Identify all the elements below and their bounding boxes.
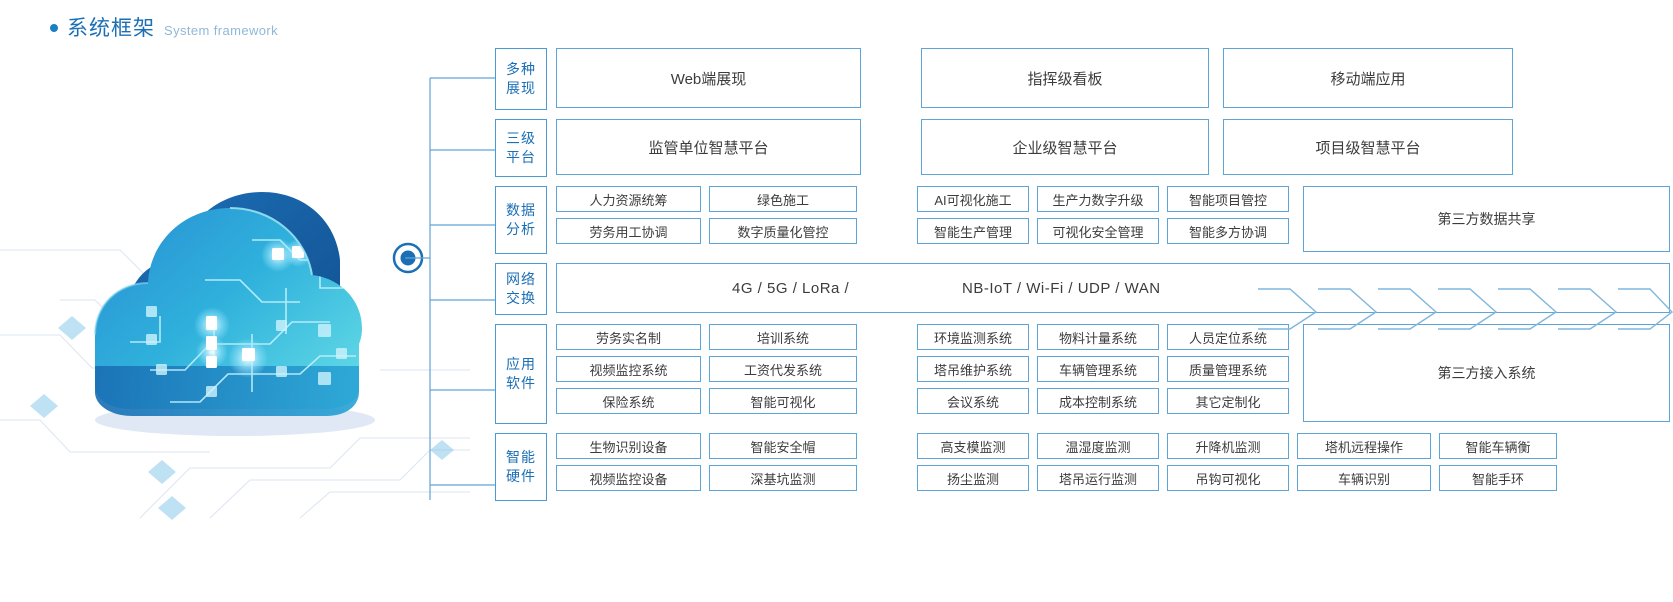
category-label-three-tier-platform: 三级 平台	[495, 119, 547, 177]
item-ai-visual-construction[interactable]: AI可视化施工	[917, 186, 1029, 212]
item-environment-monitoring[interactable]: 环境监测系统	[917, 324, 1029, 350]
category-label-network-exchange: 网络 交换	[495, 263, 547, 315]
item-productivity-upgrade[interactable]: 生产力数字升级	[1037, 186, 1159, 212]
item-smart-multiparty-coord[interactable]: 智能多方协调	[1167, 218, 1289, 244]
page-header: 系统框架 System framework	[50, 12, 278, 42]
row-data-analysis: 数据 分析 人力资源统筹 绿色施工 劳务用工协调 数字质量化管控 AI可视化施工…	[495, 186, 1670, 254]
item-command-dashboard[interactable]: 指挥级看板	[921, 48, 1209, 108]
item-cost-control-system[interactable]: 成本控制系统	[1037, 388, 1159, 414]
item-hook-visualization[interactable]: 吊钩可视化	[1167, 465, 1289, 491]
item-smart-weighbridge[interactable]: 智能车辆衡	[1439, 433, 1557, 459]
item-project-platform[interactable]: 项目级智慧平台	[1223, 119, 1513, 175]
item-visual-safety-mgmt[interactable]: 可视化安全管理	[1037, 218, 1159, 244]
item-crane-maintenance[interactable]: 塔吊维护系统	[917, 356, 1029, 382]
item-temp-humidity-monitoring[interactable]: 温湿度监测	[1037, 433, 1159, 459]
item-vehicle-recognition[interactable]: 车辆识别	[1297, 465, 1431, 491]
item-deep-foundation-monitoring[interactable]: 深基坑监测	[709, 465, 857, 491]
item-hoist-monitoring[interactable]: 升降机监测	[1167, 433, 1289, 459]
category-label-smart-hardware: 智能 硬件	[495, 433, 547, 501]
item-smart-visualization[interactable]: 智能可视化	[709, 388, 857, 414]
row-network-exchange: 网络 交换 4G / 5G / LoRa / NB-IoT / Wi-Fi / …	[495, 263, 1670, 315]
row-three-tier-platform: 三级 平台 监管单位智慧平台 企业级智慧平台 项目级智慧平台	[495, 119, 1670, 177]
connector-bracket	[405, 45, 505, 520]
row-multi-presentation: 多种 展现 Web端展现 指挥级看板 移动端应用	[495, 48, 1670, 110]
item-insurance-system[interactable]: 保险系统	[556, 388, 701, 414]
bullet-dot-icon	[50, 24, 58, 32]
item-smart-project-control[interactable]: 智能项目管控	[1167, 186, 1289, 212]
item-labor-coordination[interactable]: 劳务用工协调	[556, 218, 701, 244]
item-labor-real-name[interactable]: 劳务实名制	[556, 324, 701, 350]
item-payroll-system[interactable]: 工资代发系统	[709, 356, 857, 382]
item-smart-wristband[interactable]: 智能手环	[1439, 465, 1557, 491]
network-tech-left: 4G / 5G / LoRa /	[732, 279, 850, 297]
category-label-multi-presentation: 多种 展现	[495, 48, 547, 110]
item-material-metering[interactable]: 物料计量系统	[1037, 324, 1159, 350]
item-smart-production-mgmt[interactable]: 智能生产管理	[917, 218, 1029, 244]
row-smart-hardware: 智能 硬件 生物识别设备 智能安全帽 视频监控设备 深基坑监测 高支模监测 温湿…	[495, 433, 1670, 501]
item-vehicle-management[interactable]: 车辆管理系统	[1037, 356, 1159, 382]
row-application-software: 应用 软件 劳务实名制 培训系统 视频监控系统 工资代发系统 保险系统 智能可视…	[495, 324, 1670, 424]
item-biometric-device[interactable]: 生物识别设备	[556, 433, 701, 459]
item-third-party-access-system[interactable]: 第三方接入系统	[1303, 324, 1670, 422]
item-personnel-positioning[interactable]: 人员定位系统	[1167, 324, 1289, 350]
item-quality-management[interactable]: 质量管理系统	[1167, 356, 1289, 382]
cloud-computing-illustration	[0, 120, 470, 520]
item-meeting-system[interactable]: 会议系统	[917, 388, 1029, 414]
page-subtitle: System framework	[164, 23, 279, 38]
item-digital-quality-control[interactable]: 数字质量化管控	[709, 218, 857, 244]
item-training-system[interactable]: 培训系统	[709, 324, 857, 350]
network-tech-right: NB-IoT / Wi-Fi / UDP / WAN	[962, 279, 1161, 297]
item-regulator-platform[interactable]: 监管单位智慧平台	[556, 119, 861, 175]
item-dust-monitoring[interactable]: 扬尘监测	[917, 465, 1029, 491]
item-enterprise-platform[interactable]: 企业级智慧平台	[921, 119, 1209, 175]
category-label-application-software: 应用 软件	[495, 324, 547, 424]
item-smart-helmet[interactable]: 智能安全帽	[709, 433, 857, 459]
network-technologies-box: 4G / 5G / LoRa / NB-IoT / Wi-Fi / UDP / …	[556, 263, 1670, 313]
category-label-data-analysis: 数据 分析	[495, 186, 547, 254]
item-third-party-data-sharing[interactable]: 第三方数据共享	[1303, 186, 1670, 252]
item-web-display[interactable]: Web端展现	[556, 48, 861, 108]
item-crane-operation-monitoring[interactable]: 塔吊运行监测	[1037, 465, 1159, 491]
page-title: 系统框架	[67, 17, 155, 40]
item-other-customization[interactable]: 其它定制化	[1167, 388, 1289, 414]
item-tower-remote-operation[interactable]: 塔机远程操作	[1297, 433, 1431, 459]
item-video-surveillance-system[interactable]: 视频监控系统	[556, 356, 701, 382]
item-hr-planning[interactable]: 人力资源统筹	[556, 186, 701, 212]
item-green-construction[interactable]: 绿色施工	[709, 186, 857, 212]
item-video-monitor-device[interactable]: 视频监控设备	[556, 465, 701, 491]
system-framework-diagram: 多种 展现 Web端展现 指挥级看板 移动端应用 三级 平台 监管单位智慧平台 …	[495, 48, 1670, 510]
item-high-formwork-monitoring[interactable]: 高支模监测	[917, 433, 1029, 459]
item-mobile-app[interactable]: 移动端应用	[1223, 48, 1513, 108]
